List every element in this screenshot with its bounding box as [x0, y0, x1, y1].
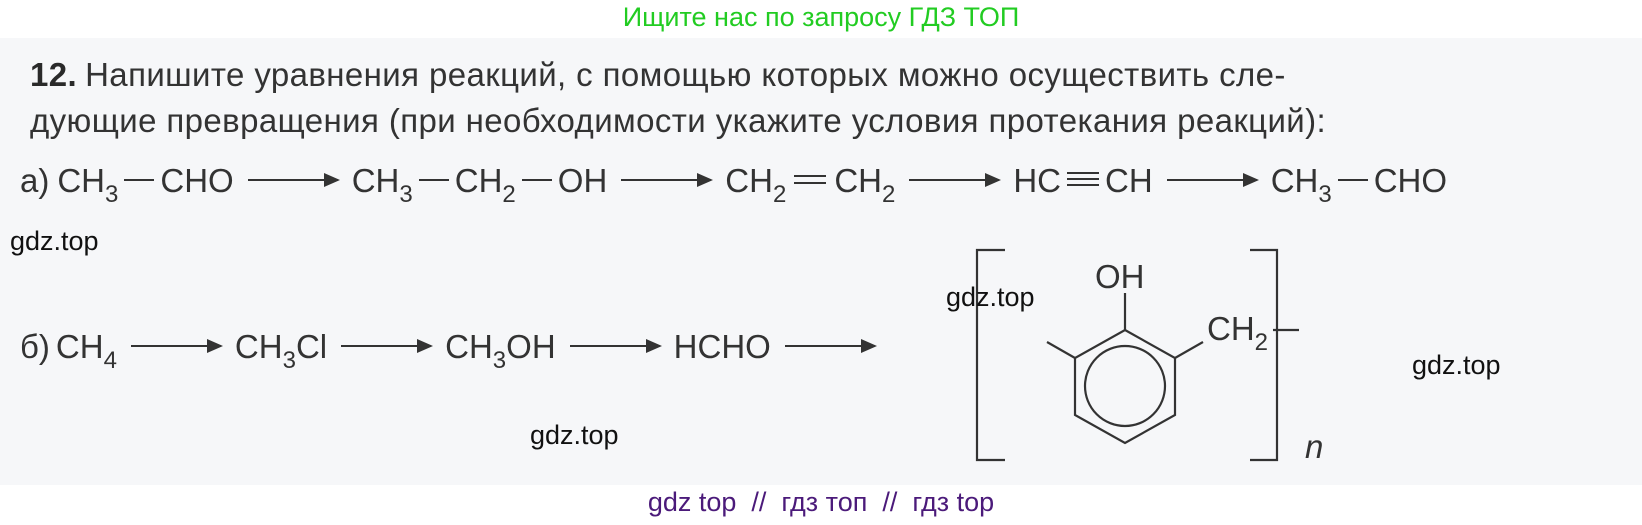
- compound-methane: CH4: [55, 328, 117, 374]
- reaction-arrow: [341, 339, 434, 353]
- reaction-arrow: [784, 339, 877, 353]
- reaction-chain-b: б) CH4 CH3Cl CH3OH HCHO: [20, 328, 889, 374]
- reaction-arrow: [909, 173, 1002, 187]
- task-line-1: 12.Напишите уравнения реакций, с помощью…: [30, 56, 1286, 93]
- task-line-2: дующие превращения (при необходимости ук…: [30, 102, 1327, 139]
- single-bond: [418, 179, 449, 181]
- textbook-page: [0, 38, 1642, 485]
- reaction-arrow: [569, 339, 662, 353]
- footer-watermark: gdz top // гдз топ // гдз top: [647, 487, 995, 517]
- single-bond: [521, 179, 552, 181]
- watermark: gdz.top: [530, 420, 619, 450]
- triple-bond: [1067, 172, 1100, 186]
- search-banner: Ищите нас по запросу ГДЗ ТОП: [622, 2, 1020, 32]
- phenol-formaldehyde-polymer-structure: OH CH2: [975, 248, 1299, 462]
- double-bond: [794, 175, 827, 184]
- watermark: gdz.top: [10, 226, 99, 256]
- reaction-arrow: [130, 339, 223, 353]
- repeat-unit-n: n: [1305, 428, 1324, 465]
- single-bond: [1337, 179, 1368, 181]
- chain-label-a: а): [20, 162, 50, 199]
- task-statement: 12.Напишите уравнения реакций, с помощью…: [30, 52, 1326, 144]
- compound-methanol: CH3OH: [445, 328, 556, 374]
- single-bond: [124, 179, 155, 181]
- chain-label-b: б): [20, 328, 50, 365]
- reaction-arrow: [1166, 173, 1259, 187]
- reaction-arrow: [621, 173, 714, 187]
- task-number: 12.: [30, 56, 78, 93]
- compound-chloromethane: CH3Cl: [234, 328, 328, 374]
- hydroxyl-group: OH: [1095, 258, 1145, 295]
- watermark: gdz.top: [946, 282, 1035, 312]
- methylene-group: CH2: [1207, 310, 1268, 356]
- compound-formaldehyde: HCHO: [673, 328, 771, 365]
- watermark: gdz.top: [1412, 350, 1501, 380]
- reaction-arrow: [247, 173, 340, 187]
